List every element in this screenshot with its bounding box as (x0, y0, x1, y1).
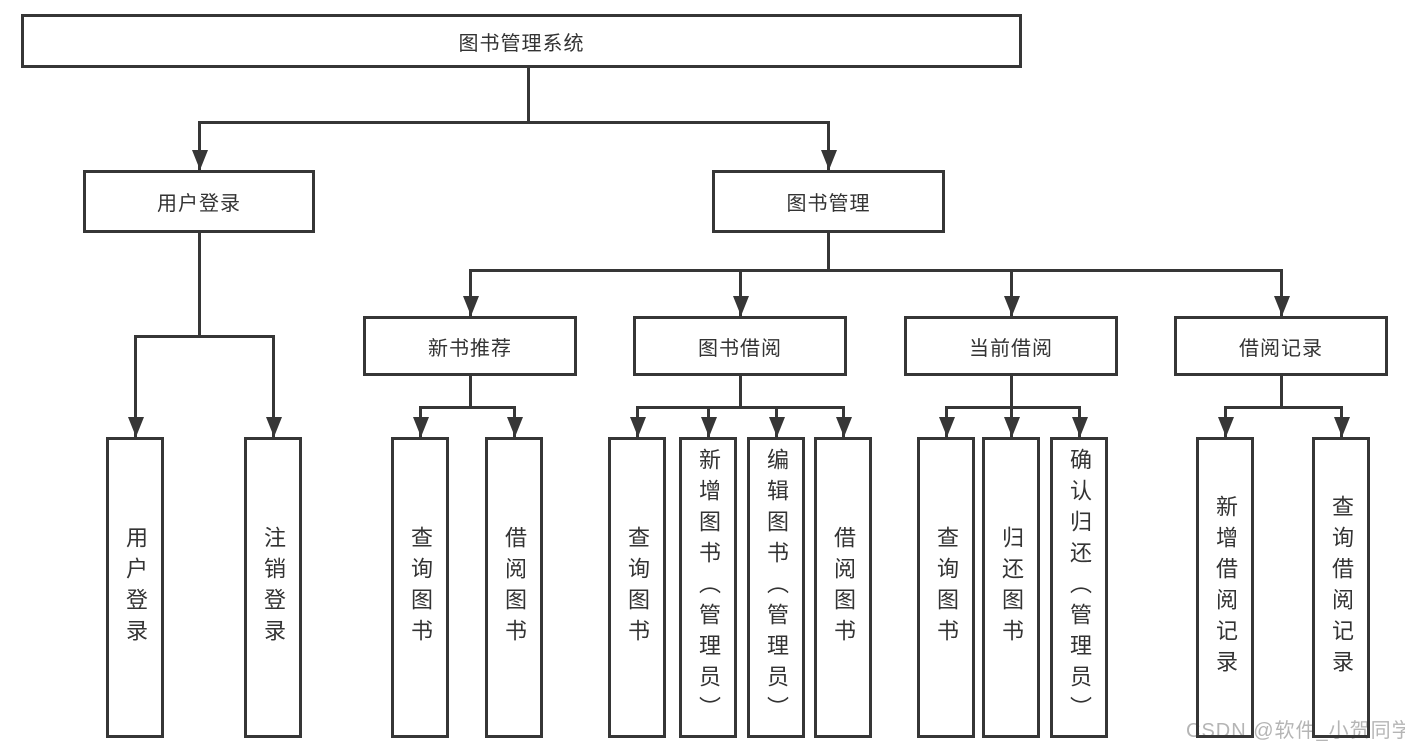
connector-arrow (191, 121, 208, 170)
connector-arrow (127, 335, 144, 437)
leaf-recommend-borrow-books: 借阅图书 (485, 437, 543, 738)
leaf-user-login-label: 用户登录 (123, 525, 148, 650)
connector-arrow (835, 406, 852, 437)
connector-arrow (462, 269, 479, 316)
node-current-borrowing-label: 当前借阅 (969, 337, 1053, 360)
node-user-login: 用户登录 (83, 170, 315, 233)
node-user-login-label: 用户登录 (157, 193, 241, 215)
node-root: 图书管理系统 (21, 14, 1022, 68)
connector-segment (198, 233, 201, 337)
connector-arrow (265, 335, 282, 437)
connector-segment (1224, 406, 1343, 409)
node-borrowing-records-label: 借阅记录 (1239, 337, 1323, 360)
leaf-recommend-query-books-label: 查询图书 (408, 525, 433, 650)
node-borrowing-records: 借阅记录 (1174, 316, 1388, 376)
leaf-recommend-query-books: 查询图书 (391, 437, 449, 738)
node-new-book-recommend: 新书推荐 (363, 316, 577, 376)
leaf-borrowing-borrow-books: 借阅图书 (814, 437, 872, 738)
connector-segment (827, 233, 830, 270)
connector-segment (469, 269, 1283, 272)
connector-segment (134, 335, 275, 338)
node-book-borrowing: 图书借阅 (633, 316, 847, 376)
leaf-records-query-record-label: 查询借阅记录 (1329, 494, 1354, 681)
connector-arrow (1273, 269, 1290, 316)
connector-segment (739, 376, 742, 407)
connector-arrow (938, 406, 955, 437)
node-root-label: 图书管理系统 (458, 32, 585, 55)
connector-arrow (700, 406, 717, 437)
connector-segment (1280, 376, 1283, 407)
leaf-current-confirm-return-admin-label: 确认归还（管理员） (1067, 448, 1092, 727)
leaf-current-confirm-return-admin: 确认归还（管理员） (1050, 437, 1108, 738)
leaf-borrowing-add-books-admin-label: 新增图书（管理员） (696, 448, 721, 727)
connector-arrow (1217, 406, 1234, 437)
leaf-current-query-books: 查询图书 (917, 437, 975, 738)
connector-arrow (820, 121, 837, 170)
leaf-logout: 注销登录 (244, 437, 302, 738)
connector-arrow (768, 406, 785, 437)
connector-segment (636, 406, 845, 409)
connector-arrow (732, 269, 749, 316)
leaf-records-add-record: 新增借阅记录 (1196, 437, 1254, 738)
leaf-logout-label: 注销登录 (261, 525, 286, 650)
connector-arrow (629, 406, 646, 437)
leaf-borrowing-query-books-label: 查询图书 (625, 525, 650, 650)
leaf-borrowing-add-books-admin: 新增图书（管理员） (679, 437, 737, 738)
leaf-recommend-borrow-books-label: 借阅图书 (502, 525, 527, 650)
leaf-current-return-books-label: 归还图书 (999, 525, 1024, 650)
connector-segment (1010, 376, 1013, 407)
leaf-records-query-record: 查询借阅记录 (1312, 437, 1370, 738)
connector-segment (419, 406, 516, 409)
connector-segment (945, 406, 1081, 409)
leaf-current-query-books-label: 查询图书 (934, 525, 959, 650)
leaf-borrowing-query-books: 查询图书 (608, 437, 666, 738)
node-book-management: 图书管理 (712, 170, 945, 233)
leaf-user-login: 用户登录 (106, 437, 164, 738)
node-current-borrowing: 当前借阅 (904, 316, 1118, 376)
connector-segment (469, 376, 472, 407)
connector-arrow (412, 406, 429, 437)
node-book-management-label: 图书管理 (786, 193, 871, 215)
leaf-current-return-books: 归还图书 (982, 437, 1040, 738)
connector-segment (198, 121, 830, 124)
connector-arrow (1333, 406, 1350, 437)
leaf-borrowing-edit-books-admin: 编辑图书（管理员） (747, 437, 805, 738)
connector-arrow (1003, 269, 1020, 316)
connector-arrow (1071, 406, 1088, 437)
node-new-book-recommend-label: 新书推荐 (428, 337, 512, 360)
connector-segment (527, 68, 530, 122)
connector-arrow (506, 406, 523, 437)
leaf-borrowing-borrow-books-label: 借阅图书 (831, 525, 856, 650)
connector-arrow (1003, 406, 1020, 437)
leaf-records-add-record-label: 新增借阅记录 (1213, 494, 1238, 681)
node-book-borrowing-label: 图书借阅 (698, 337, 782, 360)
leaf-borrowing-edit-books-admin-label: 编辑图书（管理员） (764, 448, 789, 727)
